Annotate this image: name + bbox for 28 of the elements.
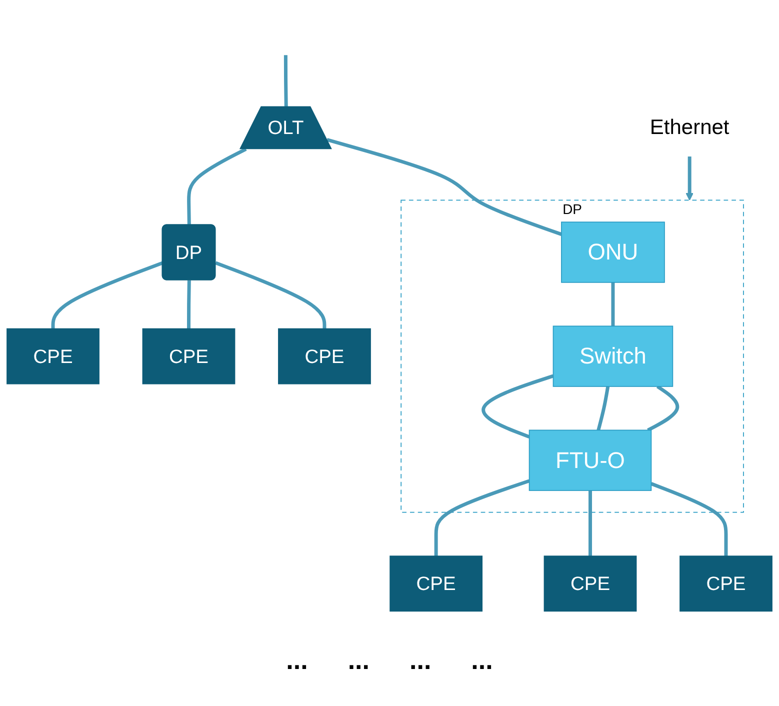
node-box: CPE <box>6 328 100 384</box>
node-box: CPE <box>142 328 236 384</box>
connector <box>596 386 610 431</box>
connector <box>588 490 592 556</box>
ellipsis-text: ... <box>348 645 370 675</box>
connector <box>187 148 247 226</box>
connector <box>434 479 530 556</box>
connector <box>647 385 680 432</box>
ellipsis-text: ... <box>286 645 308 675</box>
node-box: CPE <box>390 556 483 612</box>
node-box: ONU <box>561 222 665 283</box>
arrow <box>686 156 694 201</box>
connector <box>611 282 615 326</box>
connector <box>51 261 164 329</box>
connector <box>284 55 288 108</box>
node-box: CPE <box>680 556 772 612</box>
node-box: FTU-O <box>528 430 652 491</box>
node-box: CPE <box>544 556 637 612</box>
ellipsis-text: ... <box>410 645 432 675</box>
node-text: Ethernet <box>650 115 730 140</box>
ellipsis-text: ... <box>471 645 493 675</box>
connector <box>187 280 191 329</box>
connector <box>326 138 562 236</box>
node-box: CPE <box>278 328 371 384</box>
connector <box>650 482 728 556</box>
connector <box>215 261 326 329</box>
connector <box>482 374 554 439</box>
node-box: Switch <box>552 326 674 387</box>
